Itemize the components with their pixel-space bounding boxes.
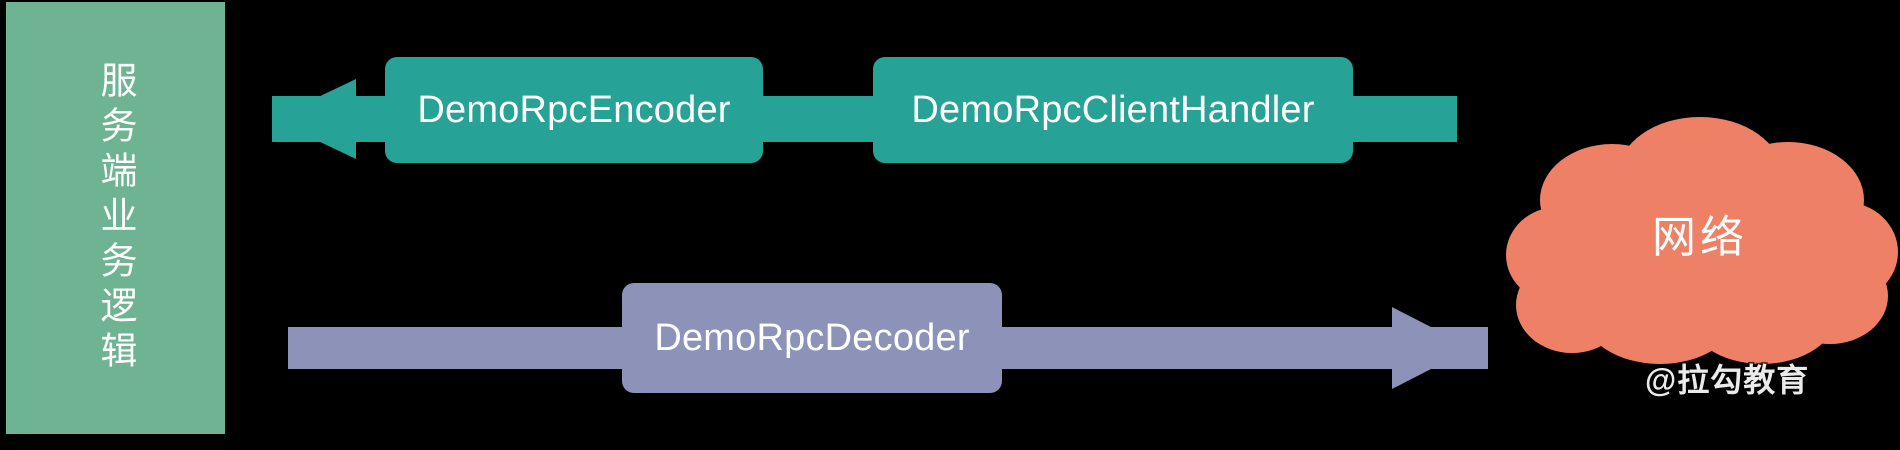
node-demo-rpc-decoder[interactable]: DemoRpcDecoder xyxy=(622,283,1002,393)
node-demo-rpc-decoder-label: DemoRpcDecoder xyxy=(654,316,970,359)
node-demo-rpc-client-handler-label: DemoRpcClientHandler xyxy=(911,88,1315,131)
server-side-business-logic-panel: 服务端业务逻辑 xyxy=(6,2,225,434)
watermark-label: @拉勾教育 xyxy=(1645,362,1810,398)
node-demo-rpc-client-handler[interactable]: DemoRpcClientHandler xyxy=(873,57,1353,163)
network-cloud: 网络 xyxy=(1500,100,1900,365)
node-demo-rpc-encoder-label: DemoRpcEncoder xyxy=(417,88,731,131)
inbound-arrow-head-right xyxy=(1392,307,1472,389)
cloud-shape-icon xyxy=(1506,117,1898,364)
node-demo-rpc-encoder[interactable]: DemoRpcEncoder xyxy=(385,57,763,163)
network-cloud-label: 网络 xyxy=(1652,212,1748,262)
outbound-arrow-head-left xyxy=(272,79,356,159)
server-panel-label: 服务端业务逻辑 xyxy=(95,60,136,376)
